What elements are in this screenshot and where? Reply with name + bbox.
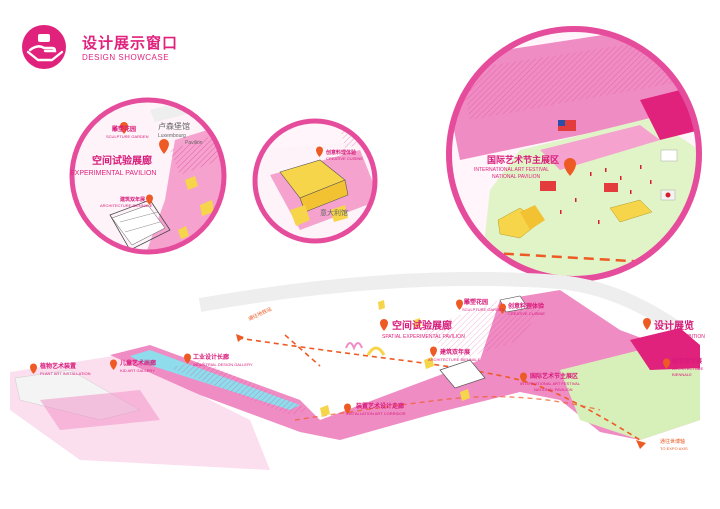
label-to-expo-axis-en: TO EXPO AXIS bbox=[660, 446, 688, 451]
label-installation-corridor: 装置艺术设计走廊 bbox=[356, 404, 405, 410]
visitor-dots bbox=[560, 165, 652, 224]
circle-mid-detail bbox=[252, 118, 378, 244]
showcase-hand-icon bbox=[22, 25, 66, 69]
circle-right-detail bbox=[446, 26, 702, 282]
label-biennale: 建筑双年展 bbox=[120, 197, 146, 203]
label-creative-cuisine-en: CREATIVE CUISINE bbox=[326, 156, 364, 161]
label-installation-corridor-en: INSTALLATION ART CORRIDOR bbox=[346, 411, 406, 416]
flag-icons bbox=[540, 120, 678, 201]
label-experimental-pavilion: 空间试验展廊 bbox=[92, 156, 152, 167]
circle-left-detail bbox=[69, 97, 227, 255]
label-luxembourg-en2: Pavilion bbox=[185, 140, 203, 146]
label-sculpture-garden-en: SCULPTURE GARDEN bbox=[106, 134, 149, 139]
page-title: 设计展示窗口 bbox=[82, 35, 179, 52]
label-map-biennale-en: ARCHITECTURE BIENNALE bbox=[428, 357, 481, 362]
label-map-biennale2: 建筑双年展 bbox=[672, 359, 703, 365]
label-kid-art: 儿童艺术画廊 bbox=[120, 361, 157, 367]
label-art-festival-en2: NATIONAL PAVILION bbox=[492, 174, 541, 180]
label-map-biennale: 建筑双年展 bbox=[440, 350, 471, 356]
label-map-creative-cuisine: 创意料理体验 bbox=[508, 304, 545, 310]
label-map-experimental-pavilion: 空间试验展廊 bbox=[392, 321, 452, 332]
label-plant-art-en: PLANT ART INSTALLATION bbox=[40, 371, 91, 376]
label-luxembourg-en: Luxembourg bbox=[158, 133, 186, 139]
label-experimental-pavilion-en: EXPERIMENTAL PAVILION bbox=[70, 170, 157, 177]
page-subtitle: DESIGN SHOWCASE bbox=[82, 53, 170, 62]
label-industrial-design: 工业设计长廊 bbox=[193, 355, 230, 361]
label-italy-pavilion: 意大利馆 bbox=[320, 210, 348, 217]
location-pin-icon bbox=[120, 122, 170, 205]
label-luxembourg: 卢森堡馆 bbox=[158, 122, 190, 131]
label-map-sculpture-garden-en: SCULPTURE GARDEN bbox=[462, 307, 505, 312]
location-pin-icon bbox=[564, 158, 576, 176]
label-biennale-en: ARCHITECTURE BIENNALE bbox=[100, 203, 153, 208]
label-map-art-festival: 国际艺术节主展区 bbox=[530, 374, 579, 380]
sculpture-icons bbox=[320, 300, 470, 417]
label-creative-cuisine: 创意料理体验 bbox=[326, 150, 357, 156]
label-map-art-festival-en2: NATIONAL PAVILION bbox=[534, 387, 573, 392]
label-map-biennale2-en1: ARCHITECTURE bbox=[672, 366, 704, 371]
label-sculpture-garden: 雕塑花园 bbox=[112, 127, 137, 133]
label-art-festival-en1: INTERNATIONAL ART FESTIVAL bbox=[474, 167, 550, 173]
label-to-expo-axis: 通往世博轴 bbox=[660, 439, 686, 445]
label-plant-art: 植物艺术装置 bbox=[40, 364, 77, 370]
location-pin-icon bbox=[316, 146, 323, 157]
label-map-experimental-pavilion-en: SPATIAL EXPERIMENTAL PAVILION bbox=[382, 334, 465, 340]
label-art-festival: 国际艺术节主展区 bbox=[487, 155, 560, 165]
label-industrial-design-en: INDUSTRIAL DESIGN GALLERY bbox=[193, 362, 253, 367]
location-pin-icon bbox=[30, 299, 670, 414]
label-map-sculpture-garden: 雕塑花园 bbox=[464, 300, 489, 306]
label-design-exhibition-en: DESIGN EXHIBITION bbox=[656, 334, 705, 340]
site-map bbox=[10, 271, 700, 470]
label-map-creative-cuisine-en: CREATIVE CUISINE bbox=[508, 311, 546, 316]
label-map-art-festival-en1: INTERNATIONAL ART FESTIVAL bbox=[520, 381, 581, 386]
label-map-biennale2-en2: BIENNALE bbox=[672, 372, 692, 377]
label-kid-art-en: KID ART GALLERY bbox=[120, 368, 155, 373]
label-design-exhibition: 设计展览 bbox=[654, 321, 694, 332]
